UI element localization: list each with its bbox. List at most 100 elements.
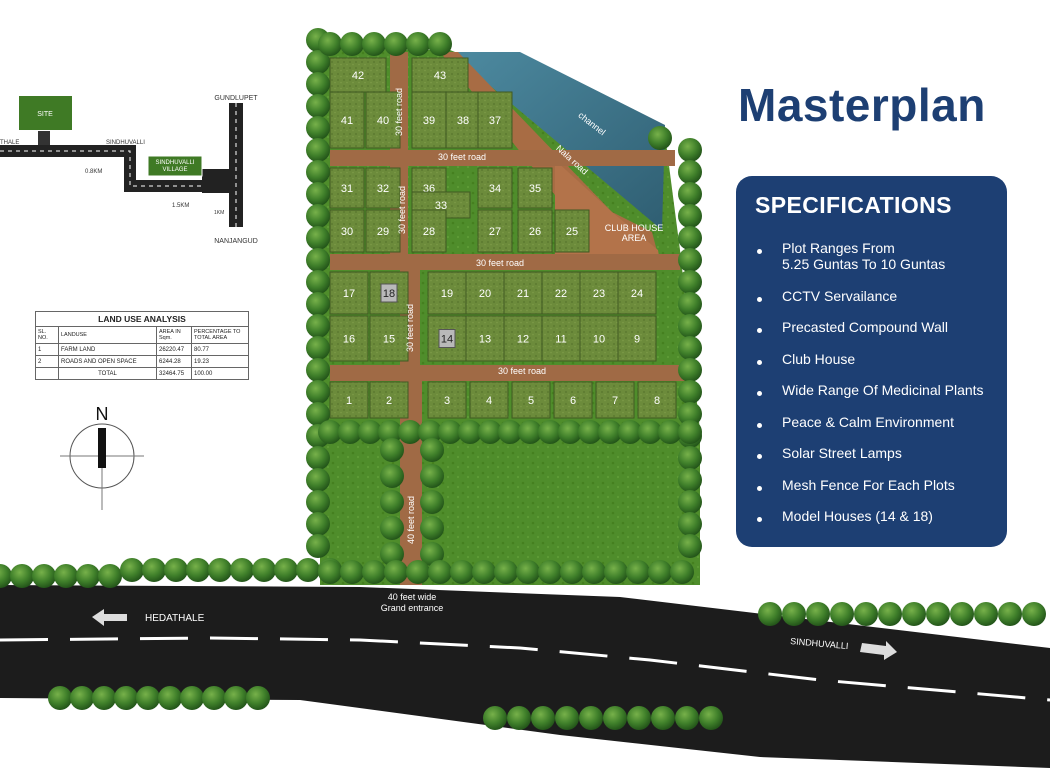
tree-icon bbox=[420, 490, 444, 514]
plot-19[interactable]: 19 bbox=[427, 271, 467, 315]
tree-icon bbox=[306, 468, 330, 492]
plot-number: 22 bbox=[555, 288, 567, 300]
plot-13[interactable]: 13 bbox=[465, 315, 505, 362]
tree-icon bbox=[926, 602, 950, 626]
plot-17[interactable]: 17 bbox=[329, 271, 369, 315]
plot-35[interactable]: 35 bbox=[517, 167, 553, 209]
plot-1[interactable]: 1 bbox=[329, 381, 369, 419]
highway-label-left: HEDATHALE bbox=[145, 613, 205, 624]
plot-12[interactable]: 12 bbox=[503, 315, 543, 362]
tree-icon bbox=[380, 438, 404, 462]
road-label-vertical-upper: 30 feet road bbox=[394, 88, 404, 136]
plot-26[interactable]: 26 bbox=[517, 209, 553, 253]
plot-11[interactable]: 11 bbox=[541, 315, 581, 362]
tree-icon bbox=[670, 560, 694, 584]
plot-23[interactable]: 23 bbox=[579, 271, 619, 315]
tree-icon bbox=[483, 706, 507, 730]
specification-item: Wide Range Of Medicinal Plants bbox=[754, 382, 999, 398]
plot-18[interactable]: 18 bbox=[369, 271, 409, 315]
plot-number: 19 bbox=[441, 288, 453, 300]
tree-icon bbox=[306, 380, 330, 404]
tree-icon bbox=[306, 226, 330, 250]
specification-item: Mesh Fence For Each Plots bbox=[754, 477, 999, 493]
plot-40[interactable]: 40 bbox=[365, 91, 401, 149]
left-arrow-icon bbox=[92, 609, 127, 626]
plot-4[interactable]: 4 bbox=[469, 381, 509, 419]
tree-icon bbox=[518, 420, 542, 444]
tree-icon bbox=[782, 602, 806, 626]
tree-icon bbox=[274, 558, 298, 582]
plot-number: 37 bbox=[489, 115, 501, 127]
plot-32[interactable]: 32 bbox=[365, 167, 401, 209]
tree-icon bbox=[578, 420, 602, 444]
plot-number: 3 bbox=[444, 395, 450, 407]
plot-5[interactable]: 5 bbox=[511, 381, 551, 419]
plot-28[interactable]: 28 bbox=[411, 209, 447, 253]
tree-icon bbox=[678, 468, 702, 492]
plot-27[interactable]: 27 bbox=[477, 209, 513, 253]
plot-8[interactable]: 8 bbox=[637, 381, 677, 419]
tree-icon bbox=[428, 560, 452, 584]
place-bottom-label: NANJANGUD bbox=[214, 238, 258, 245]
tree-icon bbox=[306, 116, 330, 140]
tree-icon bbox=[438, 420, 462, 444]
plot-22[interactable]: 22 bbox=[541, 271, 581, 315]
tree-icon bbox=[380, 516, 404, 540]
plot-14[interactable]: 14 bbox=[427, 315, 467, 362]
plot-25[interactable]: 25 bbox=[554, 209, 590, 253]
tree-icon bbox=[306, 72, 330, 96]
plot-15[interactable]: 15 bbox=[369, 315, 409, 362]
tree-icon bbox=[340, 32, 364, 56]
plot-9[interactable]: 9 bbox=[617, 315, 657, 362]
plot-30[interactable]: 30 bbox=[329, 209, 365, 253]
plot-24[interactable]: 24 bbox=[617, 271, 657, 315]
plot-39[interactable]: 39 bbox=[411, 91, 447, 149]
plot-6[interactable]: 6 bbox=[553, 381, 593, 419]
model-house-icon bbox=[380, 283, 398, 303]
plot-31[interactable]: 31 bbox=[329, 167, 365, 209]
tree-icon bbox=[974, 602, 998, 626]
plot-38[interactable]: 38 bbox=[445, 91, 481, 149]
tree-icon bbox=[678, 182, 702, 206]
place-road-label: SINDHUVALLI bbox=[106, 140, 145, 146]
tree-icon bbox=[450, 560, 474, 584]
plot-37[interactable]: 37 bbox=[477, 91, 513, 149]
plot-7[interactable]: 7 bbox=[595, 381, 635, 419]
tree-icon bbox=[458, 420, 482, 444]
land-use-header-slno: SL. NO. bbox=[35, 326, 59, 344]
plot-number: 1 bbox=[346, 395, 352, 407]
plot-number: 43 bbox=[434, 70, 446, 82]
plot-34[interactable]: 34 bbox=[477, 167, 513, 209]
tree-icon bbox=[406, 560, 430, 584]
specification-item: Solar Street Lamps bbox=[754, 445, 999, 461]
plot-2[interactable]: 2 bbox=[369, 381, 409, 419]
plot-20[interactable]: 20 bbox=[465, 271, 505, 315]
tree-icon bbox=[114, 686, 138, 710]
plot-29[interactable]: 29 bbox=[365, 209, 401, 253]
plot-21[interactable]: 21 bbox=[503, 271, 543, 315]
model-house-icon bbox=[438, 329, 456, 348]
tree-icon bbox=[418, 420, 442, 444]
plot-43[interactable]: 43 bbox=[411, 57, 469, 93]
plot-number: 9 bbox=[634, 334, 640, 346]
plot-10[interactable]: 10 bbox=[579, 315, 619, 362]
table-cell: FARM LAND bbox=[58, 343, 157, 356]
tree-icon bbox=[678, 292, 702, 316]
table-cell: 2 bbox=[35, 355, 59, 368]
plot-41[interactable]: 41 bbox=[329, 91, 365, 149]
plot-16[interactable]: 16 bbox=[329, 315, 369, 362]
plot-number: 11 bbox=[555, 334, 566, 346]
site-label: SITE bbox=[37, 111, 53, 118]
tree-icon bbox=[306, 336, 330, 360]
plot-42[interactable]: 42 bbox=[329, 57, 387, 93]
tree-icon bbox=[0, 564, 12, 588]
plot-3[interactable]: 3 bbox=[427, 381, 467, 419]
tree-icon bbox=[531, 706, 555, 730]
plot-number: 10 bbox=[593, 334, 605, 346]
tree-icon bbox=[142, 558, 166, 582]
tree-icon bbox=[10, 564, 34, 588]
tree-icon bbox=[306, 248, 330, 272]
tree-icon bbox=[579, 706, 603, 730]
